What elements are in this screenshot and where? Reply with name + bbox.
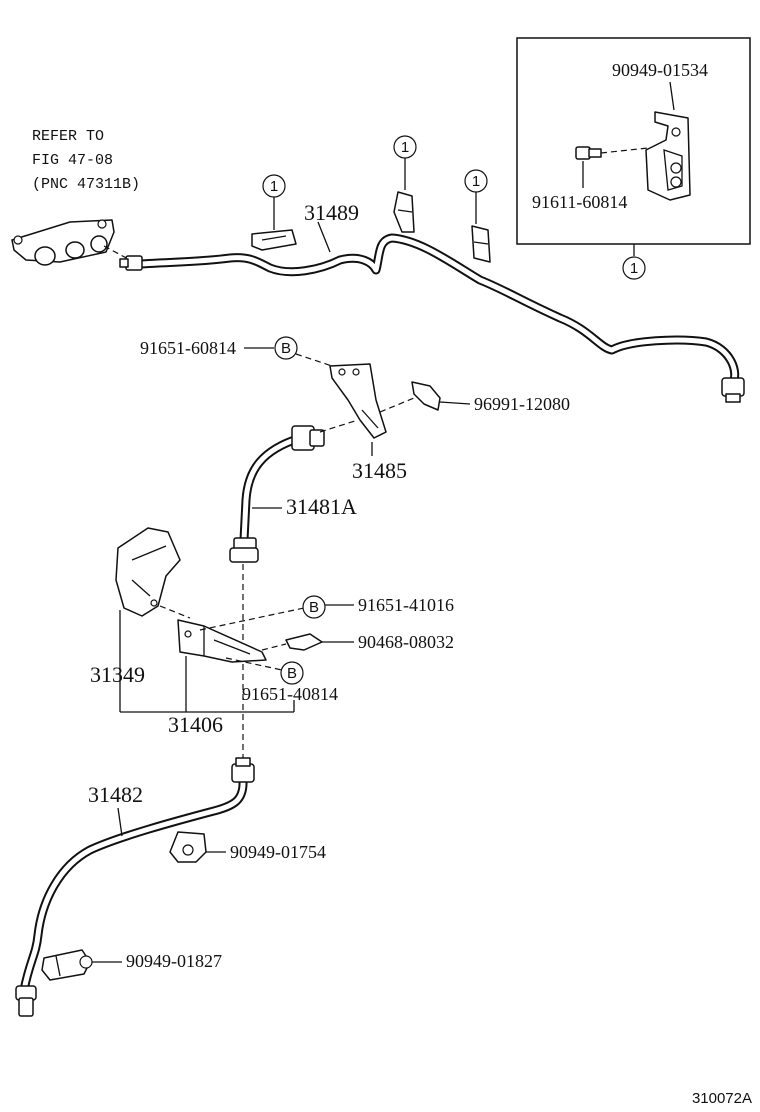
label-90468-08032: 90468-08032 <box>358 632 454 652</box>
label-31406: 31406 <box>168 712 223 737</box>
clamp-right <box>471 225 491 263</box>
dash-b-upper <box>295 353 339 369</box>
dash-b-41016 <box>199 607 305 631</box>
label-31481A: 31481A <box>286 494 357 519</box>
leader-96991-12080 <box>439 401 471 405</box>
svg-text:1: 1 <box>270 178 278 195</box>
leader-31489 <box>317 221 331 253</box>
dash-clip-lower <box>261 643 287 651</box>
label-90949-01534: 90949-01534 <box>612 60 708 80</box>
label-91651-60814: 91651-60814 <box>140 338 236 358</box>
callout-b-40814: B <box>280 661 304 685</box>
callout-b-upper: B <box>244 336 298 360</box>
label-91651-41016: 91651-41016 <box>358 595 454 615</box>
svg-text:1: 1 <box>472 173 480 190</box>
clamp-middle <box>393 191 415 233</box>
inset-clamp-90949-01534 <box>645 111 691 201</box>
svg-text:1: 1 <box>630 260 638 277</box>
label-91611-60814: 91611-60814 <box>532 192 627 212</box>
pipe-31482 <box>15 757 255 1017</box>
label-91651-40814: 91651-40814 <box>242 684 338 704</box>
clip-90468-08032 <box>285 633 323 651</box>
callout-1-right-clamp: 1 <box>464 169 488 224</box>
hose-31481A <box>229 425 325 563</box>
master-cylinder-reference <box>11 219 115 266</box>
callout-1-left-clamp: 1 <box>262 174 286 230</box>
label-31489: 31489 <box>304 200 359 225</box>
clamp-left <box>251 229 297 251</box>
pipe-31489 <box>119 233 745 403</box>
dash-cover-bracket <box>159 605 191 619</box>
leader-31482 <box>117 807 123 837</box>
dash-hose-bracket <box>319 419 359 433</box>
bracket-31406 <box>177 619 267 663</box>
svg-text:1: 1 <box>401 139 409 156</box>
leader-90949-01534 <box>669 81 675 111</box>
inset-dash <box>600 147 649 154</box>
refer-note-line3: (PNC 47311B) <box>32 176 140 193</box>
label-31482: 31482 <box>88 782 143 807</box>
callout-b-41016: B <box>302 595 354 619</box>
cover-31349 <box>115 527 181 617</box>
callout-1-middle-clamp: 1 <box>393 135 417 190</box>
leader-bracket-31349-31406 <box>119 610 295 713</box>
figure-code: 310072A <box>692 1090 752 1107</box>
inset-bolt-91611-60814 <box>575 146 602 160</box>
label-90949-01827: 90949-01827 <box>126 951 222 971</box>
clamp-90949-01827 <box>41 949 93 981</box>
label-31349: 31349 <box>90 662 145 687</box>
clip-96991-12080 <box>411 381 441 411</box>
refer-note-line1: REFER TO <box>32 128 104 145</box>
dash-clip <box>379 397 415 413</box>
label-90949-01754: 90949-01754 <box>230 842 326 862</box>
svg-text:B: B <box>309 599 319 616</box>
bracket-31485 <box>329 363 387 439</box>
refer-note-line2: FIG 47-08 <box>32 152 113 169</box>
svg-text:B: B <box>281 340 291 357</box>
label-31485: 31485 <box>352 458 407 483</box>
clamp-90949-01754 <box>169 831 207 863</box>
svg-text:B: B <box>287 665 297 682</box>
callout-1-inset: 1 <box>622 256 646 280</box>
label-96991-12080: 96991-12080 <box>474 394 570 414</box>
